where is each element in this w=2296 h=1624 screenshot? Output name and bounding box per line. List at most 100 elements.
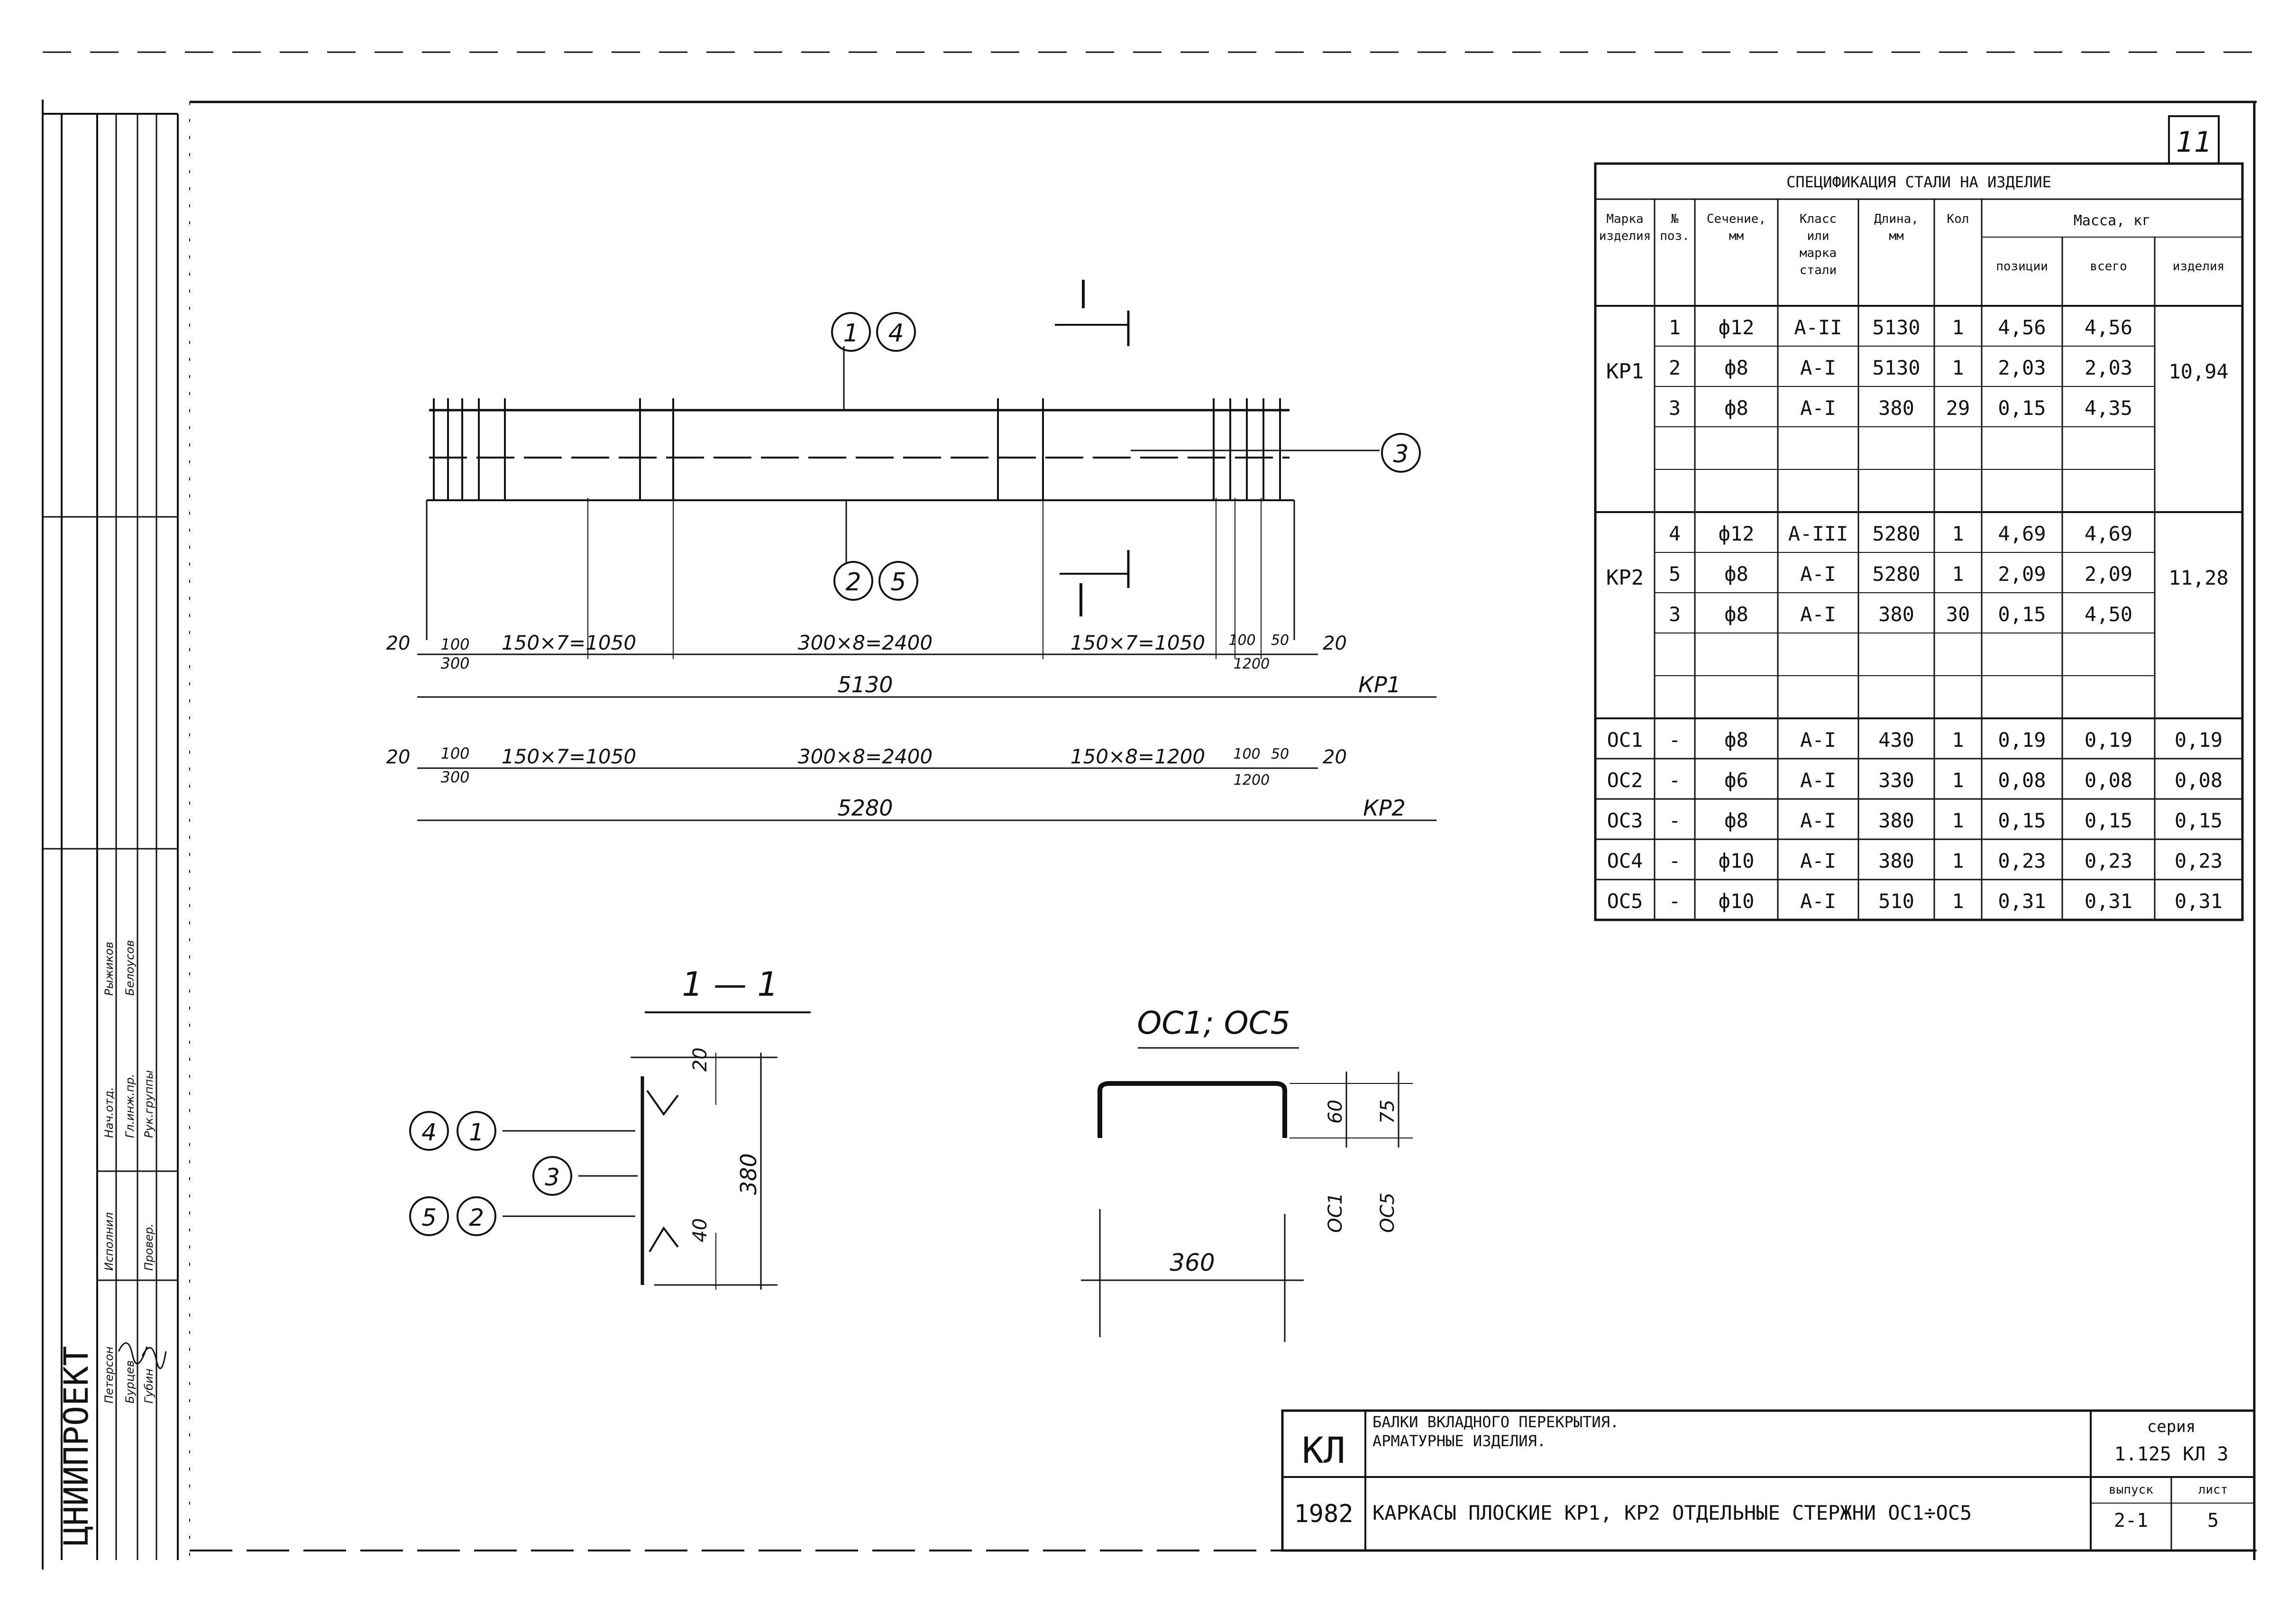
section-callout-5: 5 <box>421 1204 437 1231</box>
section-circle-3 <box>532 1156 572 1196</box>
kr1-dim-d1: 100 <box>440 635 469 653</box>
table-cell: А-I <box>1800 769 1836 792</box>
table-header-cell: Класс <box>1800 212 1837 226</box>
kr1-dim-d5b: 1200 <box>1234 656 1270 672</box>
stirrup-dim-leg1: 60 <box>1325 1100 1346 1124</box>
table-cell: ОС4 <box>1607 849 1643 872</box>
role-4: Исполнил <box>102 1212 116 1271</box>
table-header-cell: мм <box>1889 229 1903 243</box>
kr2-dim-d5: 100 <box>1233 746 1260 762</box>
table-cell: 1 <box>1952 809 1964 832</box>
table-header-mass: Масса, кг <box>2074 212 2151 229</box>
table-cell: 380 <box>1878 809 1914 832</box>
table-cell: ф10 <box>1719 890 1755 913</box>
name-3: Петерсон <box>102 1347 116 1404</box>
table-cell: А-I <box>1800 562 1836 586</box>
table-title: СПЕЦИФИКАЦИЯ СТАЛИ НА ИЗДЕЛИЕ <box>1786 173 2051 191</box>
tb-issue-value: 2-1 <box>2114 1510 2148 1532</box>
table-cell: 0,15 <box>2175 809 2223 832</box>
tb-sheet-label: лист <box>2198 1483 2228 1497</box>
table-cell: 0,15 <box>2085 809 2132 832</box>
table-cell: 430 <box>1878 728 1914 752</box>
org-name: ЦНИИПРОЕКТ <box>57 1346 96 1546</box>
role-1: Нач.отд. <box>102 1087 116 1138</box>
table-cell: ф8 <box>1724 809 1748 832</box>
table-header-cell: Марка <box>1606 212 1643 226</box>
table-cell: 0,08 <box>1998 769 2046 792</box>
table-cell: 380 <box>1878 396 1914 420</box>
callout-circle-2 <box>833 561 873 601</box>
table-cell: 510 <box>1878 890 1914 913</box>
section-dim-top: 20 <box>689 1047 711 1072</box>
table-cell: - <box>1669 809 1681 832</box>
table-cell: А-II <box>1794 316 1842 339</box>
section-circle-2 <box>457 1196 496 1236</box>
table-cell: - <box>1669 728 1681 752</box>
callout-label-2: 2 <box>845 568 861 596</box>
table-cell: 5280 <box>1872 522 1920 545</box>
table-cell: 5280 <box>1872 562 1920 586</box>
table-cell: - <box>1669 890 1681 913</box>
table-cell: 0,08 <box>2175 769 2223 792</box>
tb-code: КЛ <box>1302 1429 1345 1471</box>
table-header-cell: № <box>1671 212 1679 226</box>
table-cell: 0,19 <box>2085 728 2132 752</box>
kr2-label: КР2 <box>1363 795 1406 821</box>
table-header-cell: Длина, <box>1874 212 1919 226</box>
table-cell: А-I <box>1800 809 1836 832</box>
section-callout-2: 2 <box>469 1204 484 1231</box>
table-cell: ф8 <box>1724 728 1748 752</box>
table-cell: 0,31 <box>2175 890 2223 913</box>
table-cell: 0,23 <box>2175 849 2223 872</box>
sheet-frame <box>42 51 2266 1569</box>
section-circle-1 <box>457 1111 496 1151</box>
role-3: Рук.группы <box>142 1070 156 1138</box>
table-cell: 0,23 <box>1998 849 2046 872</box>
table-cell: 4,56 <box>2085 316 2132 339</box>
table-cell: ОС2 <box>1607 769 1643 792</box>
table-header-cell: Сечение, <box>1707 212 1766 226</box>
table-product-mass-cell: 10,94 <box>2168 360 2228 383</box>
left-stamp-strip: ЦНИИПРОЕКТ Нач.отд. Гл.инж.пр. Рук.групп… <box>43 113 179 1560</box>
signature-2 <box>141 1347 167 1369</box>
section-callout-4: 4 <box>421 1119 437 1146</box>
table-cell: 5 <box>1669 562 1681 586</box>
stirrup-label-1: ОС1 <box>1325 1193 1346 1233</box>
callout-circle-3 <box>1381 433 1421 473</box>
spec-table: СПЕЦИФИКАЦИЯ СТАЛИ НА ИЗДЕЛИЕ Марка издели… <box>1594 162 2244 921</box>
table-header-cell: стали <box>1800 263 1837 277</box>
table-cell: 0,23 <box>2085 849 2132 872</box>
kr1-dim-d4: 150×7=1050 <box>1070 631 1205 654</box>
table-cell: 3 <box>1669 396 1681 420</box>
table-cell: 1 <box>1952 316 1964 339</box>
table-cell: 1 <box>1952 356 1964 379</box>
kr1-dim-d5: 100 <box>1228 632 1255 649</box>
tb-sheet-value: 5 <box>2207 1510 2219 1532</box>
section-callout-1: 1 <box>469 1119 484 1146</box>
sheet-number-box: 11 <box>2168 115 2220 165</box>
table-cell: А-I <box>1800 890 1836 913</box>
callout-label-4: 4 <box>888 319 904 348</box>
table-cell: 4 <box>1669 522 1681 545</box>
table-cell: А-III <box>1788 522 1848 545</box>
table-cell: 3 <box>1669 603 1681 626</box>
section-circle-4 <box>409 1111 449 1151</box>
table-cell: 0,15 <box>1998 396 2046 420</box>
table-cell: 380 <box>1878 603 1914 626</box>
table-cell: 0,31 <box>2085 890 2132 913</box>
table-cell: ф8 <box>1724 356 1748 379</box>
table-cell: 30 <box>1946 603 1970 626</box>
table-cell: 0,19 <box>2175 728 2223 752</box>
table-header-cell: изделия <box>1599 229 1651 243</box>
table-cell: 380 <box>1878 849 1914 872</box>
stirrup-title: ОС1; ОС5 <box>1137 1005 1290 1041</box>
tb-series-label: серия <box>2147 1417 2195 1436</box>
kr2-dim-total: 5280 <box>837 795 893 821</box>
table-header-cell: мм <box>1729 229 1744 243</box>
table-cell: 2,03 <box>1998 356 2046 379</box>
table-border <box>1594 162 2244 921</box>
table-cell: А-I <box>1800 728 1836 752</box>
kr2-dim-d4: 150×8=1200 <box>1070 745 1205 768</box>
kr1-dim-d1b: 300 <box>440 654 469 672</box>
kr1-dim-edge: 20 <box>386 633 411 654</box>
